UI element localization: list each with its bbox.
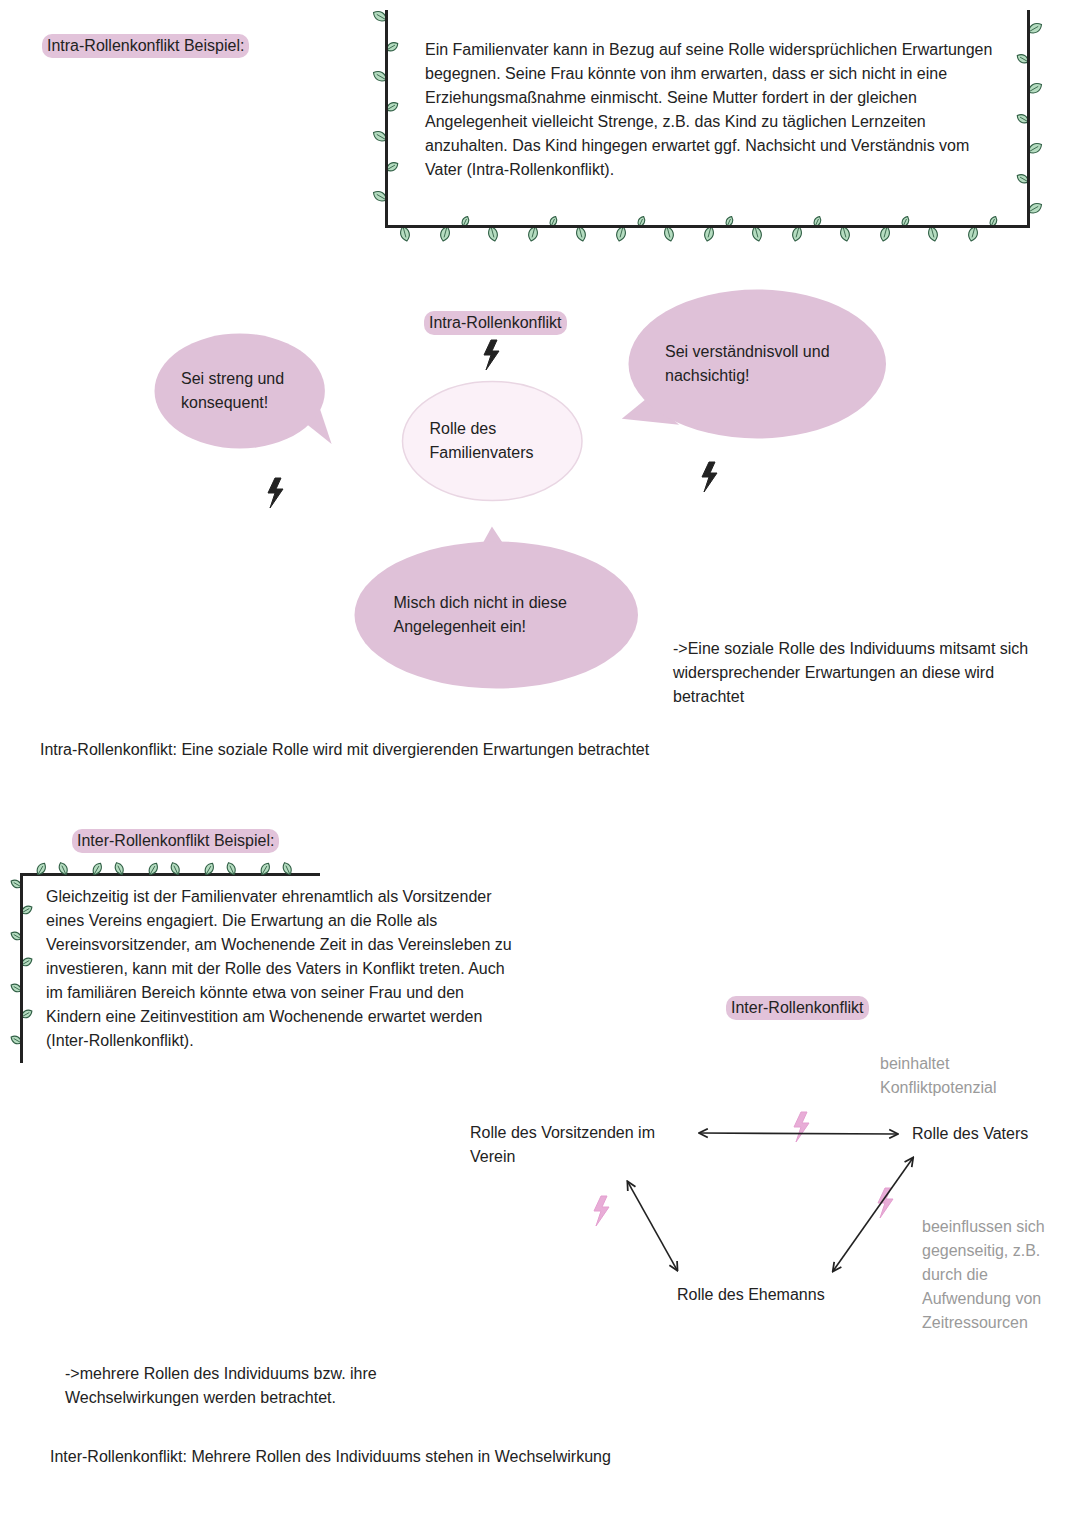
vine-leaf <box>113 861 125 876</box>
leaf-vein <box>620 227 623 238</box>
leaf-vein <box>532 227 535 238</box>
leaf-vein <box>174 866 178 875</box>
vine-leaf <box>169 861 181 876</box>
label-text: Intra-Rollenkonflikt Beispiel: <box>42 34 249 58</box>
leaf-vein <box>491 227 494 238</box>
label-text: Inter-Rollenkonflikt Beispiel: <box>72 829 279 853</box>
leaf-vein <box>843 227 846 238</box>
bubble-body <box>155 334 325 449</box>
label-text: Intra-Rollenkonflikt: Eine soziale Rolle… <box>40 738 649 762</box>
vine-leaf <box>35 861 48 876</box>
connector-arrow <box>699 1132 898 1134</box>
leaf-vein <box>444 227 447 238</box>
node-text: Sei streng und konsequent! <box>181 367 299 415</box>
role-circle: Rolle des Familienvaters <box>401 380 584 502</box>
bubble-body <box>629 290 887 439</box>
leaf-vein <box>118 866 122 875</box>
speech-bubble: Sei verständnisvoll und nachsichtig! <box>627 288 888 440</box>
note-text: beeinflussen sich gegenseitig, z.B. durc… <box>922 1215 1054 1335</box>
section-heading: Inter-Rollenkonflikt <box>726 996 869 1020</box>
label-text: ->mehrere Rollen des Individuums bzw. ih… <box>65 1362 425 1410</box>
example-box: Ein Familienvater kann in Bezug auf sein… <box>385 10 1030 228</box>
note-text: Inter-Rollenkonflikt: Mehrere Rollen des… <box>50 1445 611 1469</box>
speech-bubble: Sei streng und konsequent! <box>153 332 326 450</box>
leaf-vein <box>286 866 290 875</box>
role-text: Rolle des Vaters <box>912 1122 1028 1146</box>
connector-arrow <box>627 1181 677 1271</box>
leaf-vein <box>230 866 234 875</box>
bubble-body <box>402 382 582 501</box>
bubble-shape <box>353 540 640 690</box>
lightning-symbol <box>702 462 717 492</box>
vine-leaf <box>203 861 216 876</box>
note-text: ->Eine soziale Rolle des Individuums mit… <box>673 637 1033 709</box>
node-text: Ein Familienvater kann in Bezug auf sein… <box>425 38 1003 182</box>
bubble-shape <box>401 380 584 502</box>
leaf-vein <box>708 227 711 238</box>
vine-leaf <box>281 861 293 876</box>
leaf-vein <box>667 227 670 238</box>
node-text: Rolle des Ehemanns <box>677 1283 825 1307</box>
lightning-symbol <box>484 340 499 370</box>
section-heading: Intra-Rollenkonflikt Beispiel: <box>42 34 249 58</box>
node-text: Rolle des Vorsitzenden im Verein <box>470 1121 685 1169</box>
leaf-vein <box>579 227 582 238</box>
section-heading: Intra-Rollenkonflikt <box>424 311 567 335</box>
bubble-shape <box>153 332 326 450</box>
bubble-shape <box>627 288 888 440</box>
leaf-vein <box>403 227 406 238</box>
note-text: beinhaltet Konfliktpotenzial <box>880 1052 1032 1100</box>
bubble-body <box>354 542 638 689</box>
vine-leaf <box>57 861 69 876</box>
label-text: Inter-Rollenkonflikt <box>726 996 869 1020</box>
lightning-group <box>268 340 893 1226</box>
node-text: Rolle des Familienvaters <box>430 417 555 465</box>
node-text: Misch dich nicht in diese Angelegenheit … <box>394 591 599 639</box>
leaf-vein <box>38 866 43 874</box>
node-text: Gleichzeitig ist der Familienvater ehren… <box>46 885 522 1053</box>
vine-leaf <box>91 861 104 876</box>
role-text: Rolle des Vorsitzenden im Verein <box>470 1121 685 1169</box>
leaf-vein <box>62 866 66 875</box>
lightning-symbol <box>594 1196 609 1226</box>
lightning-symbol <box>794 1112 809 1142</box>
vine-leaf <box>225 861 237 876</box>
connector-arrow <box>833 1157 914 1271</box>
leaf-vein <box>262 866 267 874</box>
leaf-vein <box>884 227 887 238</box>
label-text: Intra-Rollenkonflikt <box>424 311 567 335</box>
vine-leaf <box>147 861 160 876</box>
speech-bubble: Misch dich nicht in diese Angelegenheit … <box>353 540 640 690</box>
lightning-symbol <box>268 478 283 508</box>
section-heading: Inter-Rollenkonflikt Beispiel: <box>72 829 279 853</box>
label-text: Inter-Rollenkonflikt: Mehrere Rollen des… <box>50 1445 611 1469</box>
note-text: Intra-Rollenkonflikt: Eine soziale Rolle… <box>40 738 649 762</box>
leaf-vein <box>206 866 211 874</box>
leaf-vein <box>931 227 934 238</box>
label-text: beeinflussen sich gegenseitig, z.B. durc… <box>922 1215 1054 1335</box>
node-text: Rolle des Vaters <box>912 1122 1028 1146</box>
role-text: Rolle des Ehemanns <box>677 1283 825 1307</box>
vine-leaf <box>259 861 272 876</box>
example-box: Gleichzeitig ist der Familienvater ehren… <box>20 873 532 1063</box>
leaf-vein <box>972 227 975 238</box>
leaf-vein <box>796 227 799 238</box>
label-text: beinhaltet Konfliktpotenzial <box>880 1052 1032 1100</box>
connector-group <box>627 1133 913 1271</box>
leaf-vein <box>150 866 155 874</box>
leaf-vein <box>94 866 99 874</box>
label-text: ->Eine soziale Rolle des Individuums mit… <box>673 637 1033 709</box>
note-text: ->mehrere Rollen des Individuums bzw. ih… <box>65 1362 425 1410</box>
node-text: Sei verständnisvoll und nachsichtig! <box>665 340 850 388</box>
leaf-vein <box>755 227 758 238</box>
